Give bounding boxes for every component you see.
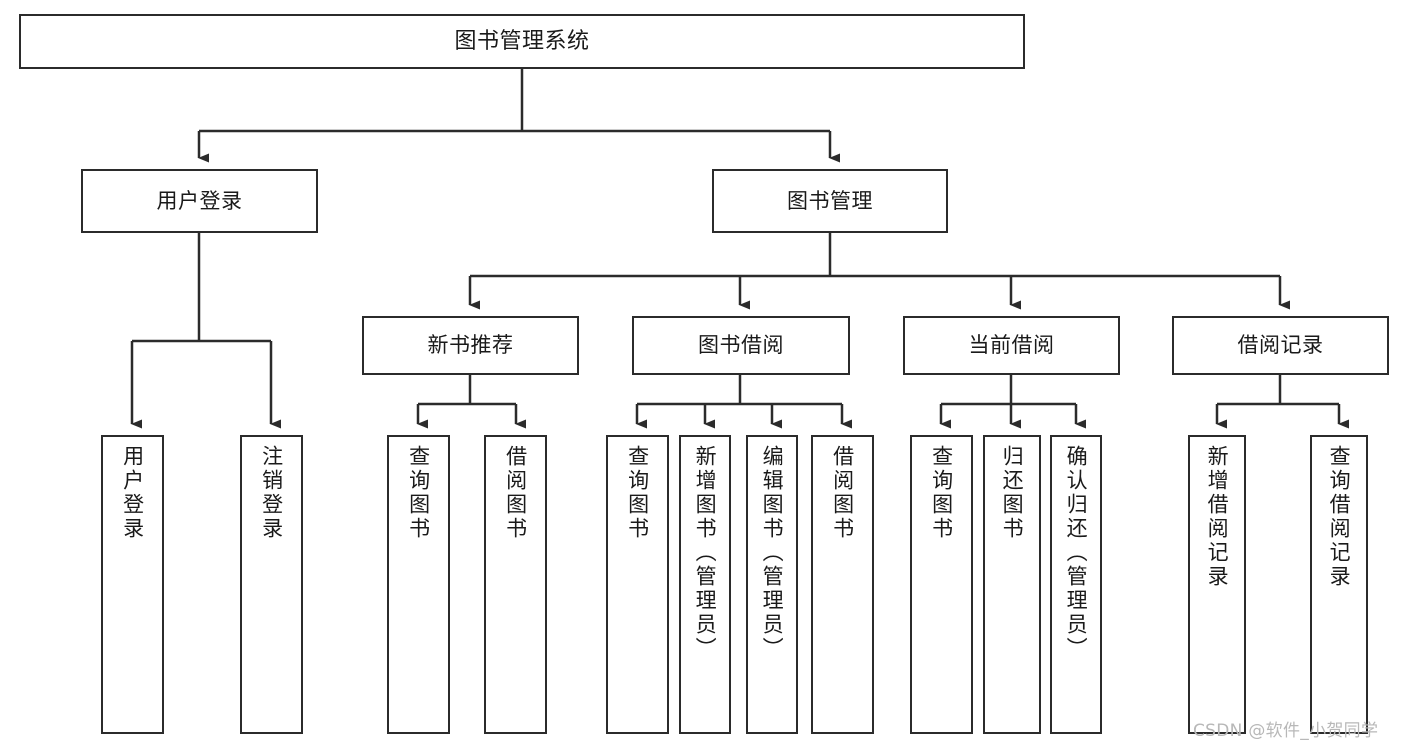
node-borrow-record[interactable]: 借阅记录 — [1172, 316, 1389, 375]
node-label: 用户登录 — [120, 445, 145, 541]
leaf-borrow-book-recommend[interactable]: 借阅图书 — [484, 435, 547, 734]
leaf-borrow-book[interactable]: 借阅图书 — [811, 435, 874, 734]
node-label: 图书借阅 — [698, 333, 784, 358]
leaf-edit-book-admin[interactable]: 编辑图书（管理员） — [746, 435, 798, 734]
leaf-add-borrow-record[interactable]: 新增借阅记录 — [1188, 435, 1246, 734]
node-book-management[interactable]: 图书管理 — [712, 169, 948, 233]
leaf-return-book[interactable]: 归还图书 — [983, 435, 1041, 734]
leaf-user-login[interactable]: 用户登录 — [101, 435, 164, 734]
node-root-system[interactable]: 图书管理系统 — [19, 14, 1025, 69]
node-label: 当前借阅 — [968, 333, 1055, 358]
node-label: 查询图书 — [625, 445, 650, 541]
leaf-query-borrow-record[interactable]: 查询借阅记录 — [1310, 435, 1368, 734]
node-label: 用户登录 — [156, 188, 243, 213]
node-current-borrow[interactable]: 当前借阅 — [903, 316, 1120, 375]
leaf-query-book-borrow[interactable]: 查询图书 — [606, 435, 669, 734]
csdn-watermark: CSDN @软件_小贺同学 — [1193, 721, 1379, 741]
node-label: 归还图书 — [1000, 445, 1025, 541]
node-label: 图书管理系统 — [454, 28, 590, 54]
node-label: 图书管理 — [787, 188, 873, 213]
leaf-query-book-current[interactable]: 查询图书 — [910, 435, 973, 734]
node-label: 查询图书 — [406, 445, 431, 541]
node-label: 编辑图书（管理员） — [760, 445, 785, 661]
node-label: 注销登录 — [259, 445, 284, 541]
leaf-query-book-recommend[interactable]: 查询图书 — [387, 435, 450, 734]
leaf-logout[interactable]: 注销登录 — [240, 435, 303, 734]
node-user-login[interactable]: 用户登录 — [81, 169, 318, 233]
node-label: 确认归还（管理员） — [1064, 445, 1089, 661]
node-label: 借阅图书 — [503, 445, 528, 541]
leaf-add-book-admin[interactable]: 新增图书（管理员） — [679, 435, 731, 734]
node-label: 查询图书 — [929, 445, 954, 541]
node-label: 借阅记录 — [1237, 333, 1324, 358]
node-new-book-recommend[interactable]: 新书推荐 — [362, 316, 579, 375]
node-label: 新书推荐 — [427, 333, 514, 358]
node-book-borrow[interactable]: 图书借阅 — [632, 316, 850, 375]
node-label: 新增借阅记录 — [1205, 445, 1230, 589]
node-label: 查询借阅记录 — [1327, 445, 1352, 589]
node-label: 新增图书（管理员） — [693, 445, 718, 661]
node-label: 借阅图书 — [830, 445, 855, 541]
leaf-confirm-return-admin[interactable]: 确认归还（管理员） — [1050, 435, 1102, 734]
